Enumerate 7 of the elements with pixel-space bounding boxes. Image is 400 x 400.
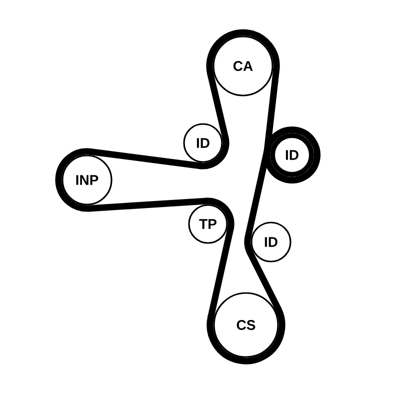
pulley: CS <box>213 292 279 358</box>
pulley: INP <box>62 154 112 206</box>
pulley: ID <box>183 123 223 163</box>
pulley: ID <box>250 222 292 262</box>
pulley: ID <box>270 133 314 177</box>
pulley: TP <box>188 204 228 244</box>
pulley: CA <box>212 36 274 96</box>
